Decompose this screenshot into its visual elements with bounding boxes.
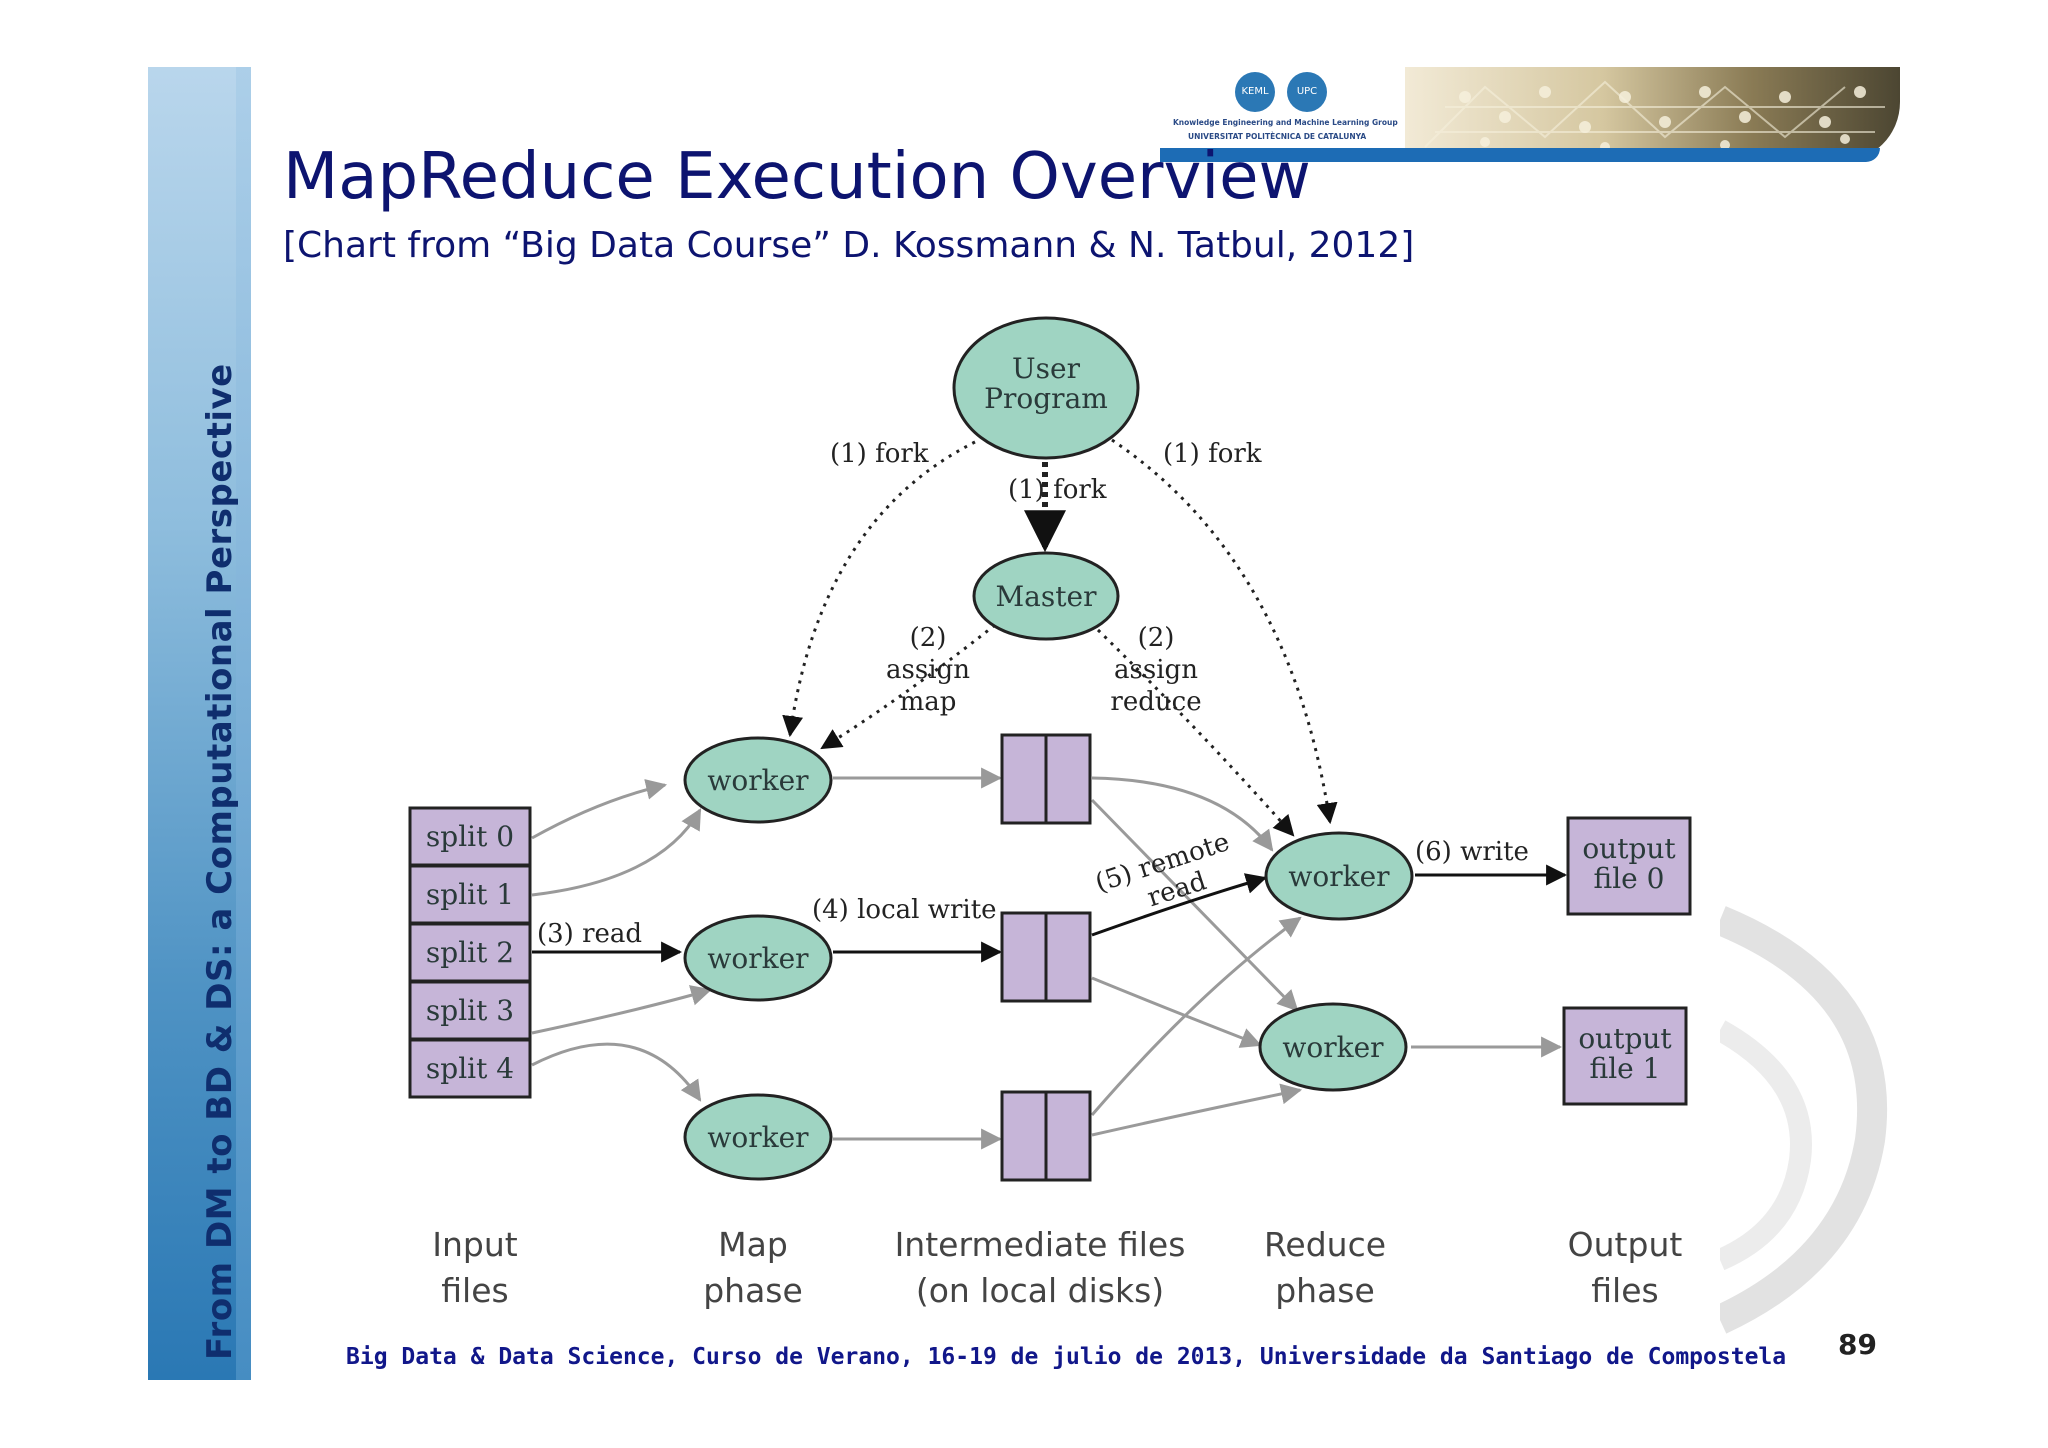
user-program-label-2: Program bbox=[984, 382, 1108, 415]
assign-reduce-label: assign bbox=[1114, 655, 1198, 685]
sidebar bbox=[148, 67, 251, 1380]
user-program-node bbox=[952, 316, 1140, 460]
edge-split4-worker3 bbox=[531, 1042, 702, 1102]
edge-split1-worker1 bbox=[531, 808, 702, 897]
output-file-box bbox=[1562, 1006, 1688, 1106]
reduce-worker-node bbox=[1258, 1002, 1408, 1092]
split-label: split 3 bbox=[426, 994, 514, 1027]
split-label: split 1 bbox=[426, 878, 514, 911]
edge-file3-reducer0 bbox=[1090, 916, 1302, 1116]
split-label: split 0 bbox=[426, 820, 514, 853]
worker-label: worker bbox=[707, 942, 809, 975]
output-file-label: output bbox=[1578, 1022, 1672, 1055]
edge-file2-reducer1 bbox=[1091, 976, 1262, 1048]
output-file-label: file 1 bbox=[1590, 1052, 1661, 1085]
write-label: (6) write bbox=[1415, 837, 1529, 867]
master-label: Master bbox=[996, 580, 1098, 613]
worker-label: worker bbox=[707, 764, 809, 797]
output-file-box bbox=[1566, 816, 1692, 916]
local-write-label: (4) local write bbox=[812, 895, 997, 925]
page-subtitle: [Chart from “Big Data Course” D. Kossman… bbox=[283, 225, 1415, 266]
edge-split3-worker2 bbox=[531, 985, 713, 1035]
edge-file3-reducer1 bbox=[1091, 1083, 1303, 1137]
assign-reduce-label: (2) bbox=[1138, 623, 1175, 653]
split-box bbox=[408, 806, 532, 867]
edge-split0-worker1 bbox=[531, 779, 668, 840]
decorative-swirl bbox=[1720, 906, 1888, 1334]
assign-reduce-label: reduce bbox=[1110, 687, 1201, 717]
phase-label-intermediate: Intermediate files(on local disks) bbox=[894, 1225, 1186, 1310]
assign-map-label: map bbox=[900, 687, 957, 717]
assign-reduce-edge bbox=[1096, 628, 1295, 837]
split-box bbox=[408, 864, 532, 925]
assign-map-label: assign bbox=[886, 655, 970, 685]
output-file-label: file 0 bbox=[1594, 862, 1665, 895]
upc-logo-icon: UPC bbox=[1287, 72, 1327, 112]
remote-read-label: (5) remote read bbox=[1092, 827, 1234, 913]
split-box bbox=[408, 980, 532, 1041]
circuit-pattern bbox=[1424, 80, 1885, 152]
output-file-label: output bbox=[1582, 832, 1676, 865]
map-worker-node bbox=[683, 736, 833, 824]
map-worker-node bbox=[683, 914, 833, 1002]
remote-read-edge bbox=[1091, 873, 1268, 937]
header-bar bbox=[1160, 148, 1880, 162]
page-title: MapReduce Execution Overview bbox=[283, 140, 1311, 214]
footer-citation: Big Data & Data Science, Curso de Verano… bbox=[346, 1344, 1787, 1370]
fork-edge-left bbox=[782, 440, 976, 738]
reduce-worker-node bbox=[1264, 831, 1414, 921]
split-label: split 4 bbox=[426, 1052, 514, 1085]
header-banner bbox=[1405, 67, 1900, 162]
fork-label-master: (1) fork bbox=[1008, 475, 1107, 505]
read-label: (3) read bbox=[537, 919, 642, 949]
worker-label: worker bbox=[1282, 1031, 1384, 1064]
kemlg-logo-icon: KEML bbox=[1235, 72, 1275, 112]
user-program-label-1: User bbox=[1012, 352, 1081, 385]
logo-group-name: Knowledge Engineering and Machine Learni… bbox=[1173, 118, 1398, 127]
edge-file1-reducer1 bbox=[1090, 798, 1299, 1012]
split-label: split 2 bbox=[426, 936, 514, 969]
split-box bbox=[408, 1038, 532, 1099]
fork-label-left: (1) fork bbox=[830, 439, 929, 469]
assign-map-edge bbox=[820, 623, 996, 750]
master-node bbox=[972, 551, 1120, 641]
sidebar-stripe bbox=[236, 67, 251, 1380]
edge-file1-reducer0 bbox=[1091, 776, 1274, 852]
worker-label: worker bbox=[707, 1121, 809, 1154]
map-worker-node bbox=[683, 1093, 833, 1181]
page-number: 89 bbox=[1838, 1328, 1877, 1361]
fork-label-right: (1) fork bbox=[1163, 439, 1262, 469]
worker-label: worker bbox=[1288, 860, 1390, 893]
assign-map-label: (2) bbox=[910, 623, 947, 653]
logo-university: UNIVERSITAT POLITÈCNICA DE CATALUNYA bbox=[1188, 132, 1367, 141]
split-box bbox=[408, 922, 532, 983]
